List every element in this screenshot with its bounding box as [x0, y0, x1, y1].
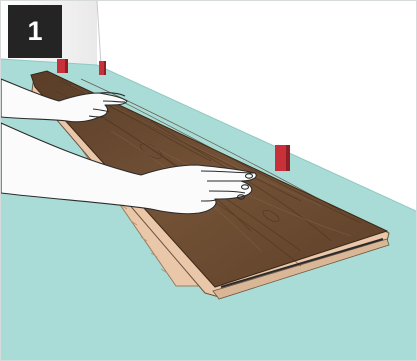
spacer-wedge-icon: [99, 61, 106, 75]
hand-icon: [1, 122, 257, 215]
hand-icon: [1, 78, 128, 123]
spacer-wedge-icon: [57, 59, 68, 73]
step-number-badge: 1: [8, 5, 62, 58]
wall-corner-edge: [96, 1, 102, 66]
spacer-wedge-icon: [275, 145, 290, 171]
